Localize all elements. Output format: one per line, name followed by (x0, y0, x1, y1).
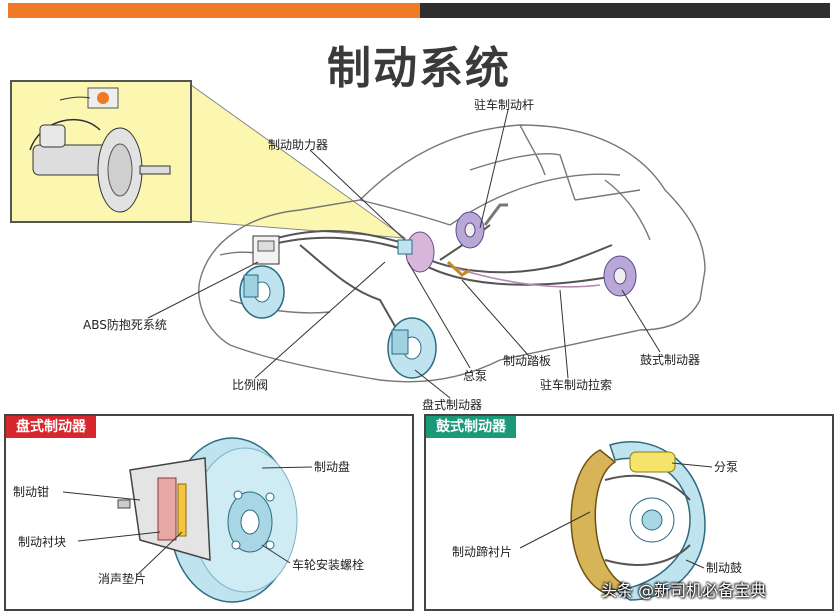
front-right-disc-brake (387, 317, 437, 379)
car-body (198, 124, 706, 383)
accent-bar-orange (8, 3, 420, 18)
label-pad: 制动衬块 (18, 535, 67, 549)
rear-right-drum-brake (603, 255, 637, 297)
warning-lamp-dot (97, 92, 109, 104)
drum-brake-tag: 鼓式制动器 (426, 416, 516, 438)
label-disc-brake: 盘式制动器 (422, 398, 483, 412)
pad-shape (157, 477, 177, 541)
parking-lever-shape (483, 203, 508, 226)
rear-left-drum-brake (455, 211, 485, 249)
pedal-shape (446, 260, 471, 277)
label-drum-brake: 鼓式制动器 (640, 353, 701, 367)
front-left-disc-brake (239, 265, 285, 319)
label-brake-pedal: 制动踏板 (503, 354, 552, 368)
wheel-cylinder-shape (629, 451, 676, 473)
label-brake-booster: 制动助力器 (268, 138, 329, 152)
wheel-bolt-icon (265, 492, 275, 502)
label-caliper: 制动钳 (13, 485, 50, 499)
shoe-lining-shape (570, 449, 627, 596)
label-wheel-cylinder: 分泵 (714, 460, 739, 474)
label-shoe-lining: 制动蹄衬片 (452, 545, 513, 559)
drum-shape (609, 441, 706, 601)
label-disc: 制动盘 (314, 460, 351, 474)
accent-bar-dark (420, 3, 830, 18)
label-parking-cable: 驻车制动拉索 (540, 378, 613, 392)
label-wheel-bolt: 车轮安装螺栓 (292, 558, 365, 572)
label-drum: 制动鼓 (706, 561, 743, 575)
brake-lines (269, 224, 621, 336)
label-parking-lever: 驻车制动杆 (474, 98, 535, 112)
label-proportioning-valve: 比例阀 (232, 378, 269, 392)
page-title: 制动系统 (327, 43, 511, 94)
shim-shape (177, 483, 187, 537)
watermark: 头条 @新司机必备宝典 (601, 581, 767, 600)
leader-lines (147, 109, 661, 399)
disc-brake-tag: 盘式制动器 (6, 416, 96, 438)
label-abs: ABS防抱死系统 (83, 318, 167, 332)
booster-in-car (397, 231, 435, 273)
parking-cable-line (454, 267, 601, 288)
label-shim: 消声垫片 (98, 572, 147, 586)
abs-unit (252, 235, 280, 265)
label-master-cylinder: 总泵 (463, 369, 488, 383)
